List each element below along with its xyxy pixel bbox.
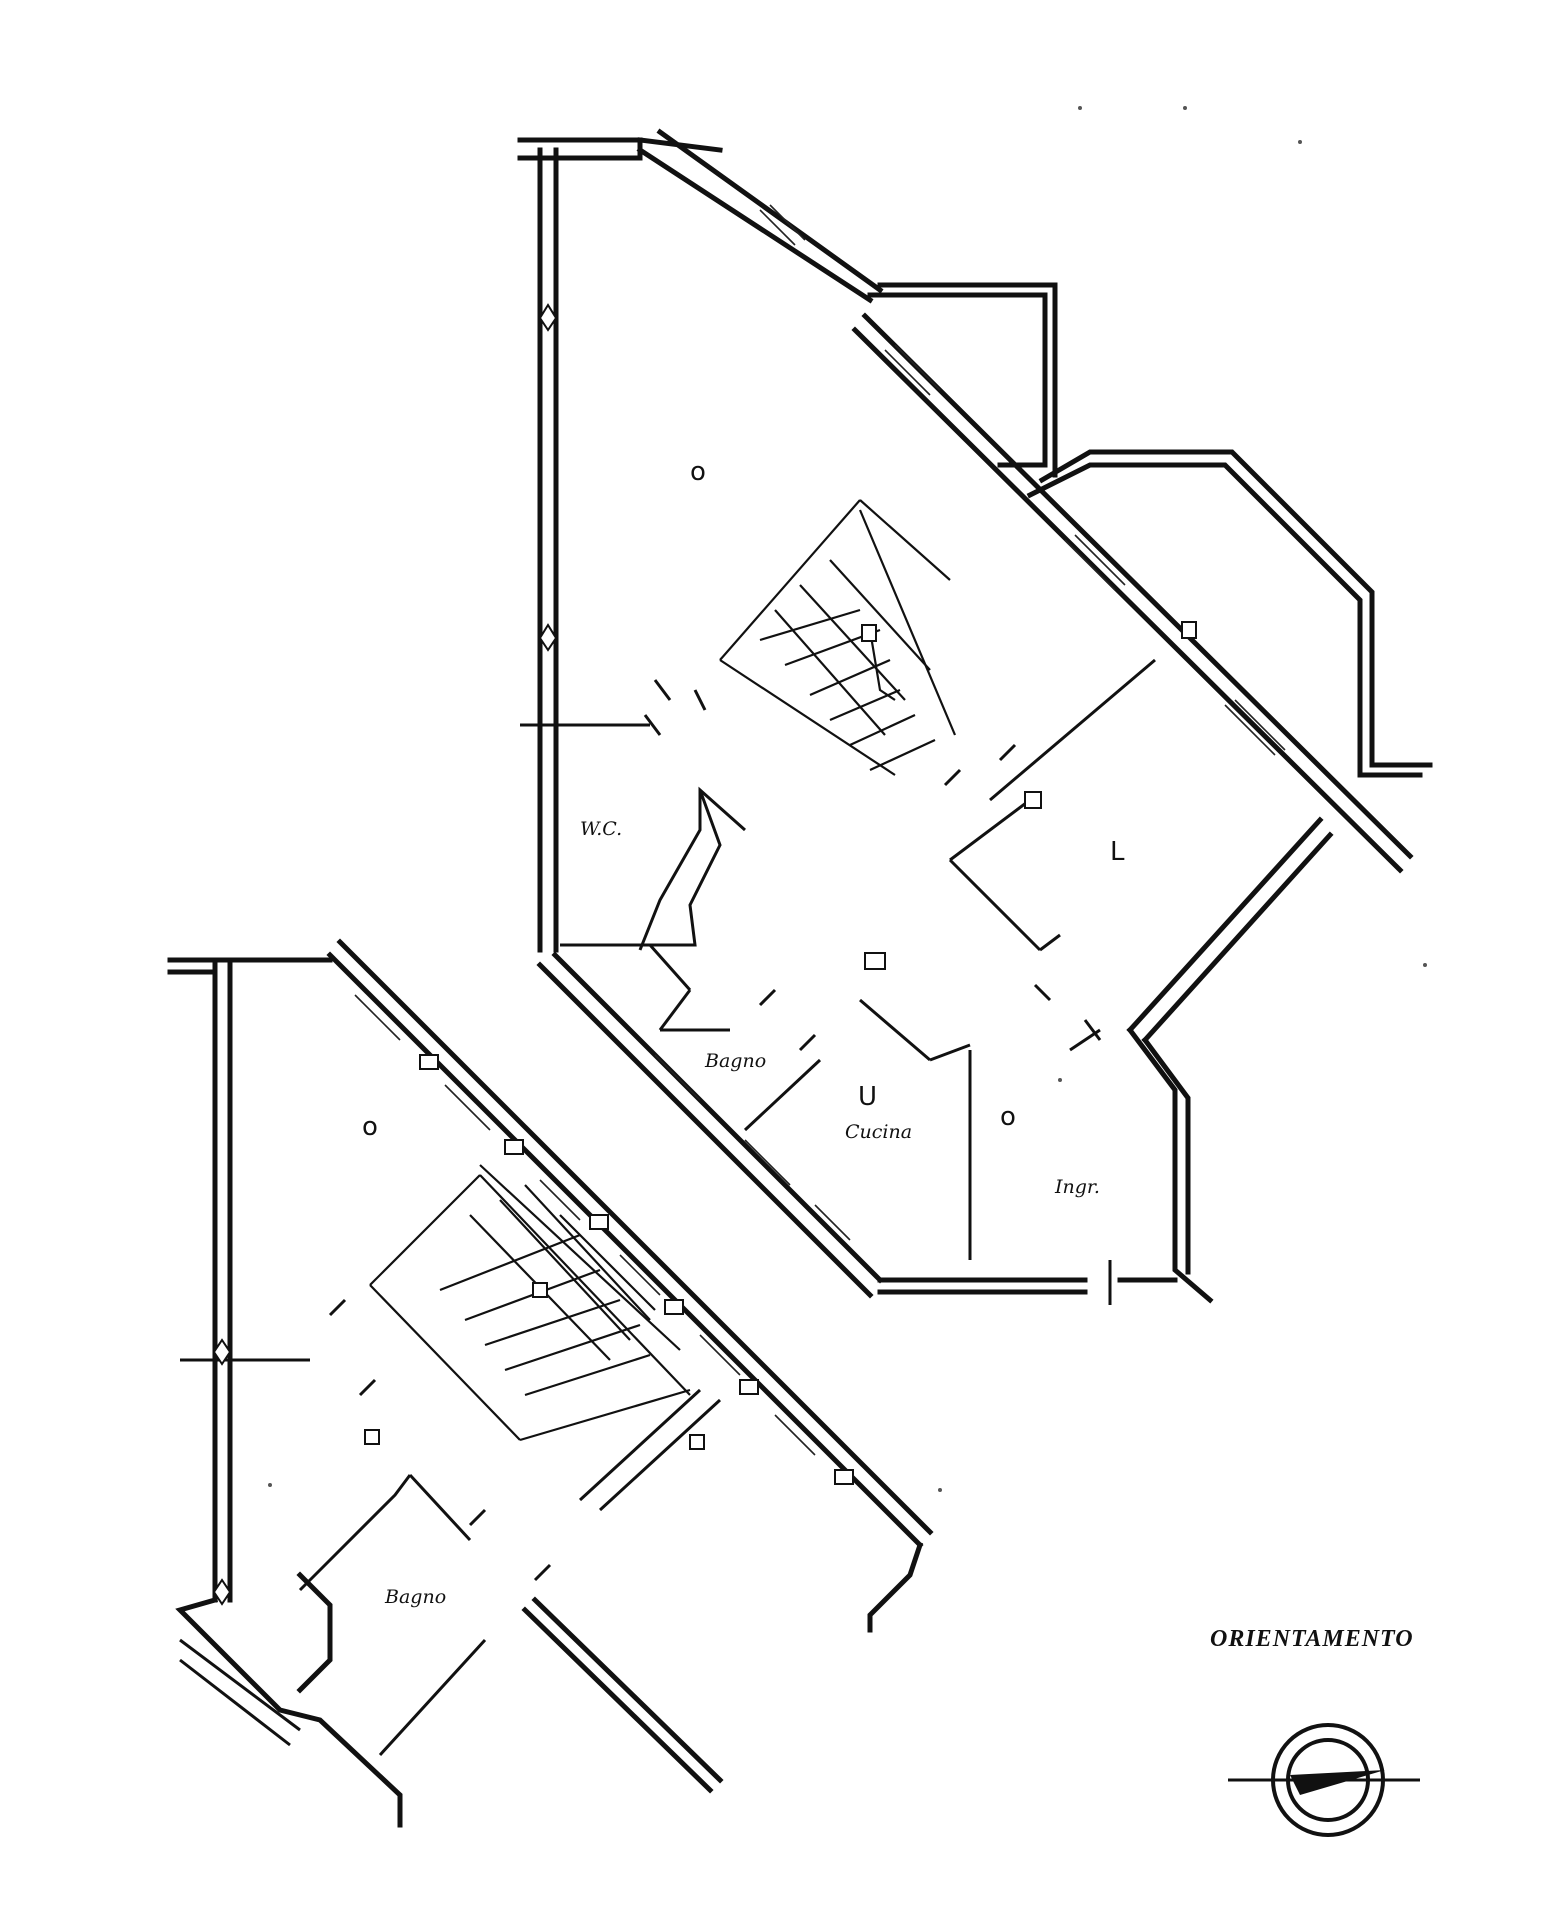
lower-unit: o Bagno	[167, 938, 934, 1828]
room-label-wc: W.C.	[580, 818, 622, 840]
orientation-title: ORIENTAMENTO	[1210, 1626, 1414, 1652]
room-label-bagno-lower: Bagno	[384, 1586, 446, 1608]
needle-icon	[1290, 1770, 1385, 1795]
room-mark-o-lower: o	[362, 1112, 378, 1142]
room-mark-o2: o	[1000, 1102, 1016, 1132]
room-label-ingresso: Ingr.	[1054, 1176, 1100, 1198]
room-mark-u: U	[858, 1082, 877, 1112]
orientation-symbol: ORIENTAMENTO	[1210, 1626, 1420, 1837]
room-mark-o: o	[690, 457, 706, 487]
room-label-bagno-upper: Bagno	[704, 1050, 766, 1072]
scan-noise	[268, 106, 1427, 1492]
upper-unit: o o L U W.C. Bagno Cucina Ingr.	[517, 128, 1433, 1305]
room-label-cucina: Cucina	[845, 1121, 912, 1143]
room-mark-l: L	[1110, 837, 1125, 867]
